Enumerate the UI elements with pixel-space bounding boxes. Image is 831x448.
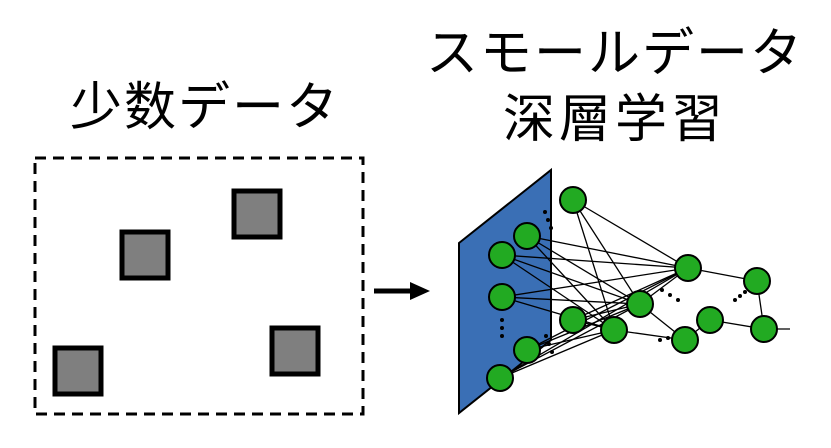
deep-learning-title: 深層学習: [502, 90, 727, 150]
data-sample-square: [52, 345, 104, 397]
network-node: [600, 316, 628, 344]
network-node: [750, 315, 778, 343]
neural-nodes: [486, 186, 778, 392]
data-samples: [52, 188, 321, 397]
ellipsis-dot: [676, 298, 680, 302]
connection-edge: [499, 329, 615, 379]
data-sample-square: [269, 325, 321, 377]
connection-edge: [526, 329, 615, 351]
right-arrow-icon: [374, 282, 430, 300]
ellipsis-dot: [658, 338, 662, 342]
network-node: [696, 306, 724, 334]
connection-edge: [572, 199, 615, 331]
network-node: [559, 186, 587, 214]
connection-edge: [572, 199, 641, 305]
network-node: [486, 364, 514, 392]
connection-edge: [501, 296, 641, 305]
network-node: [559, 306, 587, 334]
data-sample-square: [231, 188, 283, 240]
network-node: [488, 283, 516, 311]
few-data-title: 少数データ: [69, 78, 340, 138]
network-node: [671, 326, 699, 354]
connection-edge: [501, 267, 689, 298]
network-node: [513, 336, 541, 364]
connection-edge: [501, 254, 689, 269]
ellipsis-dot: [500, 334, 504, 338]
connection-edge: [501, 254, 641, 305]
network-node: [743, 267, 771, 295]
ellipsis-dot: [543, 210, 547, 214]
connection-edge: [526, 235, 641, 305]
ellipsis-dot: [549, 226, 553, 230]
ellipsis-dot: [500, 318, 504, 322]
ellipsis-dot: [550, 350, 554, 354]
connection-edge: [501, 296, 615, 331]
ellipsis-dot: [500, 326, 504, 330]
connection-edge: [501, 254, 615, 331]
ellipsis-dot: [738, 294, 742, 298]
ellipsis-dot: [544, 334, 548, 338]
data-frame: [33, 156, 365, 416]
ellipsis-dot: [733, 298, 737, 302]
ellipsis-dot: [668, 293, 672, 297]
connection-edge: [526, 235, 689, 269]
network-node: [488, 241, 516, 269]
ellipsis-dot: [660, 288, 664, 292]
data-sample-square: [119, 229, 171, 281]
ellipsis-dot: [546, 218, 550, 222]
small-data-title: スモールデータ: [425, 24, 804, 84]
network-node: [674, 254, 702, 282]
network-node: [513, 222, 541, 250]
ellipsis-dot: [547, 342, 551, 346]
connection-edge: [572, 199, 689, 269]
network-node: [626, 290, 654, 318]
ellipsis-dot: [743, 290, 747, 294]
ellipsis-dot: [666, 336, 670, 340]
